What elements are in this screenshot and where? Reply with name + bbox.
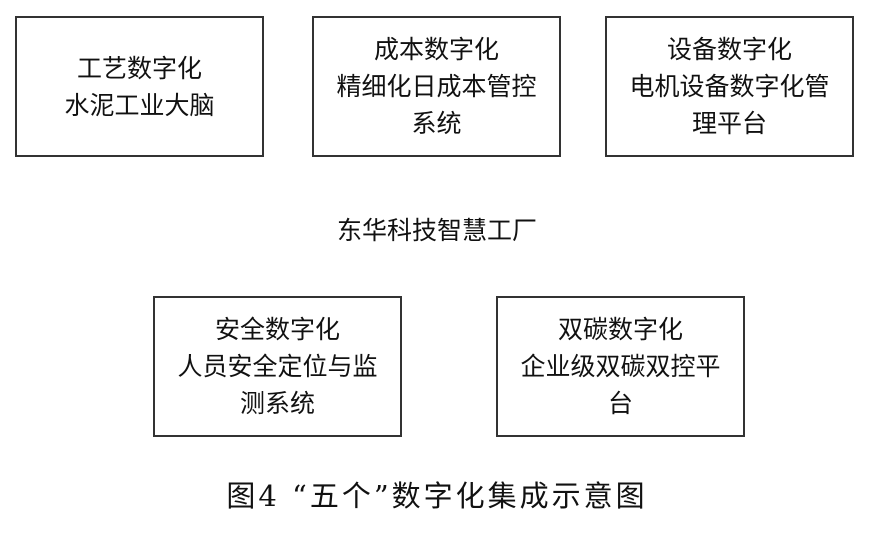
box-cost-line: 精细化日成本管控 bbox=[336, 72, 537, 101]
box-cost-digitalization: 成本数字化 精细化日成本管控 系统 bbox=[312, 16, 561, 157]
box-cost-title: 成本数字化 bbox=[373, 35, 499, 64]
box-equipment-digitalization: 设备数字化 电机设备数字化管 理平台 bbox=[605, 16, 854, 157]
box-carbon-line: 台 bbox=[607, 389, 633, 418]
center-label: 东华科技智慧工厂 bbox=[336, 216, 537, 245]
box-safety-line: 测系统 bbox=[239, 389, 315, 418]
box-equipment-line: 电机设备数字化管 bbox=[629, 72, 830, 101]
box-safety-line: 人员安全定位与监 bbox=[177, 352, 378, 381]
box-carbon-digitalization: 双碳数字化 企业级双碳双控平 台 bbox=[496, 296, 745, 437]
box-safety-digitalization: 安全数字化 人员安全定位与监 测系统 bbox=[153, 296, 402, 437]
box-carbon-title: 双碳数字化 bbox=[557, 315, 683, 344]
box-equipment-line: 理平台 bbox=[691, 109, 767, 138]
box-equipment-title: 设备数字化 bbox=[666, 35, 792, 64]
figure-caption: 图4 “五个”数字化集成示意图 bbox=[226, 479, 648, 513]
box-cost-line: 系统 bbox=[411, 109, 462, 138]
box-craft-digitalization: 工艺数字化 水泥工业大脑 bbox=[15, 16, 264, 157]
box-craft-line: 水泥工业大脑 bbox=[64, 90, 215, 120]
box-craft-title: 工艺数字化 bbox=[76, 53, 202, 83]
box-safety-title: 安全数字化 bbox=[214, 315, 340, 344]
box-carbon-line: 企业级双碳双控平 bbox=[520, 352, 721, 381]
